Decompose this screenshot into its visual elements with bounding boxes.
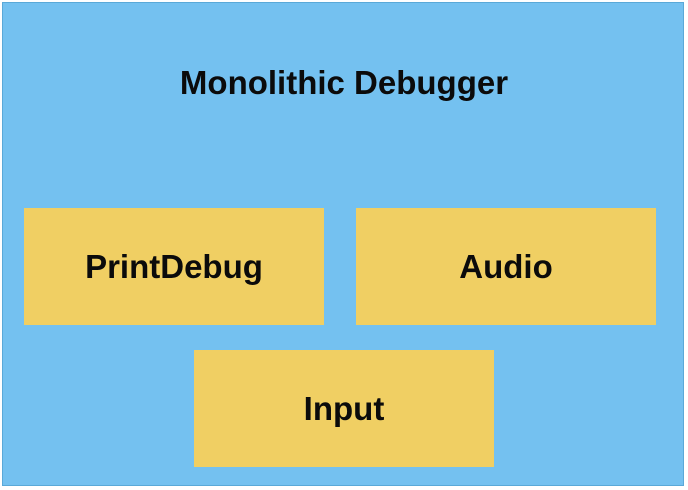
- module-input-label: Input: [303, 389, 385, 427]
- diagram-title: Monolithic Debugger: [179, 64, 509, 101]
- module-printdebug: PrintDebug: [24, 208, 324, 325]
- module-audio-label: Audio: [459, 247, 553, 285]
- module-printdebug-label: PrintDebug: [85, 247, 263, 285]
- module-audio: Audio: [356, 208, 656, 325]
- module-input: Input: [194, 350, 494, 467]
